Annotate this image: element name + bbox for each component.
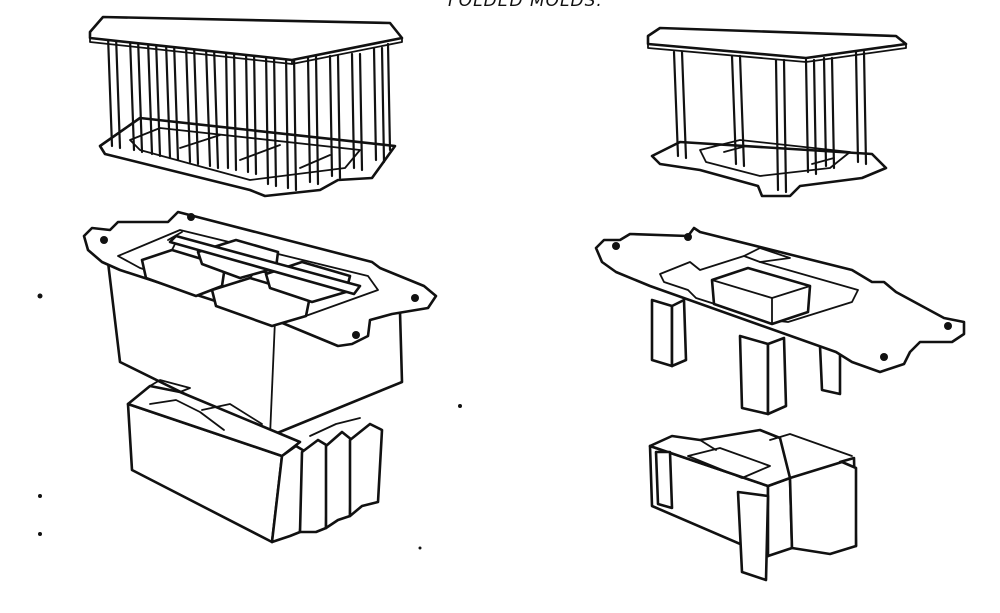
stray-dot (418, 546, 422, 550)
stray-dot (37, 293, 43, 299)
right-top-press (646, 26, 908, 198)
right-mold-plate (594, 226, 966, 416)
stray-dot (458, 404, 462, 408)
left-mold-box (82, 210, 438, 438)
stray-dot (38, 532, 42, 536)
left-top-press (88, 15, 404, 198)
right-molded-block (648, 428, 858, 582)
caption-text: FOLDED MOLDS. (448, 0, 603, 11)
left-molded-block (126, 379, 384, 544)
stray-dot (38, 494, 42, 498)
